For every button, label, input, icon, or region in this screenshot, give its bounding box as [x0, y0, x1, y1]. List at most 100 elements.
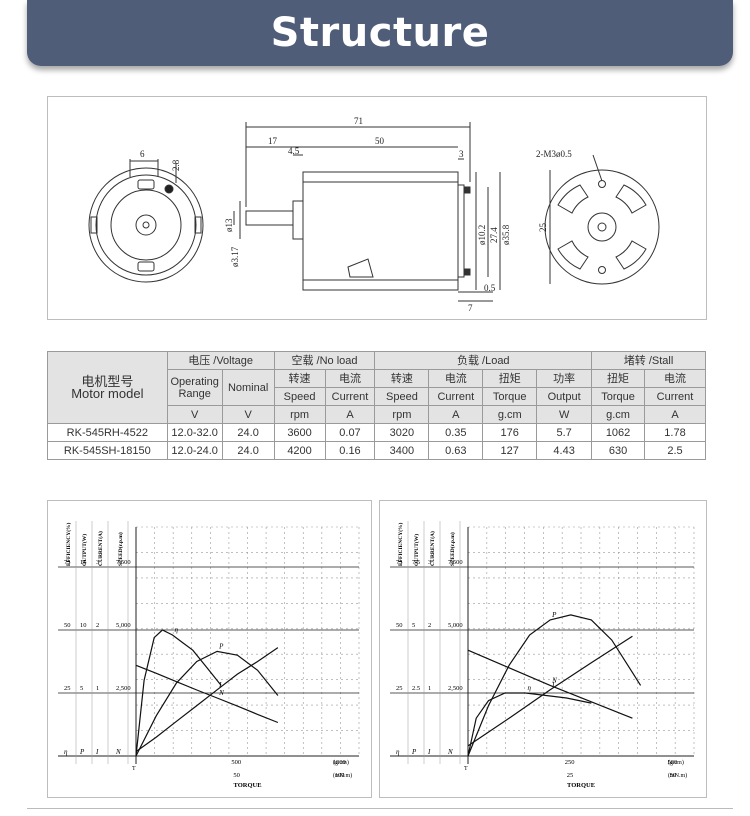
- dim-body: 50: [375, 136, 385, 146]
- curve-label: I: [551, 681, 555, 689]
- curve-speed: [467, 649, 633, 719]
- cell-nominal: 24.0: [221, 423, 275, 442]
- tick-current: 1: [96, 685, 99, 692]
- dim-d10: ø10.2: [477, 225, 487, 245]
- x-tick-gcm: 500: [231, 759, 241, 766]
- axis-title-output: OUTPUT(W): [81, 534, 88, 566]
- unit-gcm: (g.cm): [333, 759, 349, 766]
- tick-efficiency: 25: [396, 685, 403, 692]
- x-tick-mnm: 25: [567, 772, 574, 779]
- stall-torque-cn: 扭矩: [591, 369, 646, 388]
- tick-output: 15: [80, 559, 87, 566]
- cell-load-current: 0.63: [428, 441, 484, 460]
- noload-current-en: Current: [324, 387, 376, 406]
- performance-chart-1: EFFICIENCY(%)OUTPUT(W)CURRENT(A)SPEED(r.…: [58, 521, 360, 789]
- tick-efficiency: 75: [396, 559, 403, 566]
- curve-efficiency: [135, 629, 222, 757]
- bottom-divider: [27, 808, 733, 809]
- rear-view: [544, 154, 660, 285]
- cell-load-speed: 3020: [374, 423, 430, 442]
- torque-label: TORQUE: [234, 782, 262, 789]
- cell-load-speed: 3400: [374, 441, 430, 460]
- dim-rear-25: 25: [538, 223, 548, 233]
- cell-load-output: 5.7: [536, 423, 593, 442]
- legend-symbol: I: [95, 748, 99, 756]
- title-banner: Structure: [27, 0, 733, 66]
- tick-speed: 7,500: [448, 559, 463, 566]
- tick-current: 3: [428, 559, 431, 566]
- legend-symbol: N: [447, 748, 453, 756]
- unit-a-stall: A: [644, 405, 706, 424]
- unit-rpm-load: rpm: [374, 405, 430, 424]
- cell-noload-speed: 4200: [273, 441, 326, 460]
- load-speed-en: Speed: [374, 387, 430, 406]
- dim-d35: ø35.8: [501, 224, 511, 245]
- unit-mnm: (mN.m): [333, 772, 352, 779]
- unit-gcm-stall: g.cm: [591, 405, 646, 424]
- unit-v-nominal: V: [221, 405, 275, 424]
- tick-speed: 2,500: [116, 685, 131, 692]
- tick-speed: 7,500: [116, 559, 131, 566]
- axis-title-current: CURRENT(A): [429, 531, 436, 566]
- curve-output: [135, 650, 279, 757]
- axis-title-speed: SPEED(r.p.m): [117, 532, 124, 566]
- cell-stall-current: 2.5: [644, 441, 706, 460]
- x-tick-mnm: 50: [669, 772, 676, 779]
- dim-boss: 4.5: [288, 146, 300, 156]
- page-title: Structure: [270, 10, 490, 56]
- tick-output: 10: [80, 622, 87, 629]
- legend-symbol: I: [427, 748, 431, 756]
- dim-front-2-8: 2.8: [171, 159, 181, 171]
- model-header-en: Motor model: [71, 385, 144, 401]
- curve-label: I: [218, 681, 222, 689]
- unit-w-load: W: [536, 405, 593, 424]
- cell-range: 12.0-32.0: [166, 423, 223, 442]
- axis-title-speed: SPEED(r.p.m): [449, 532, 456, 566]
- axis-title-current: CURRENT(A): [97, 531, 104, 566]
- curve-efficiency: [467, 692, 592, 757]
- unit-rpm-noload: rpm: [273, 405, 326, 424]
- load-power-cn: 功率: [536, 369, 593, 388]
- tick-efficiency: 50: [64, 622, 71, 629]
- tick-current: 2: [428, 622, 431, 629]
- load-current-en: Current: [428, 387, 484, 406]
- spec-table: 电机型号 Motor model 电压 /Voltage 空载 /No load…: [47, 351, 706, 460]
- nominal-header: Nominal: [221, 369, 275, 406]
- noload-speed-cn: 转速: [273, 369, 326, 388]
- chart-panel-1: EFFICIENCY(%)OUTPUT(W)CURRENT(A)SPEED(r.…: [47, 500, 372, 798]
- load-group: 负载 /Load: [374, 351, 593, 370]
- cell-load-output: 4.43: [536, 441, 593, 460]
- curve-speed: [135, 664, 279, 724]
- model-header: 电机型号 Motor model: [47, 351, 168, 424]
- cell-range: 12.0-24.0: [166, 441, 223, 460]
- load-torque-en: Torque: [482, 387, 538, 406]
- dim-shaft-dia: ø3.17: [230, 246, 240, 267]
- noload-current-cn: 电流: [324, 369, 376, 388]
- stall-current-en: Current: [644, 387, 706, 406]
- curve-label: η: [528, 684, 532, 692]
- load-output-en: Output: [536, 387, 593, 406]
- curve-label: η: [174, 626, 178, 634]
- axis-title-efficiency: EFFICIENCY(%): [397, 522, 404, 566]
- tick-current: 2: [96, 622, 99, 629]
- dim-terminal: 3: [459, 149, 464, 159]
- curve-label: N: [218, 689, 224, 697]
- stall-current-cn: 电流: [644, 369, 706, 388]
- op-range-header: Operating Range: [166, 369, 223, 406]
- tick-output: 7.5: [412, 559, 420, 566]
- tick-speed: 5,000: [116, 622, 131, 629]
- legend-symbol: N: [115, 748, 121, 756]
- tick-speed: 2,500: [448, 685, 463, 692]
- dim-rear-holes: 2-M3ø0.5: [536, 149, 572, 159]
- dim-front-6: 6: [140, 149, 145, 159]
- cell-model: RK-545SH-18150: [47, 441, 168, 460]
- load-torque-cn: 扭矩: [482, 369, 538, 388]
- legend-symbol: P: [411, 748, 417, 756]
- x-tick-mnm: 50: [233, 772, 240, 779]
- legend-symbol: η: [64, 748, 68, 756]
- tick-current: 3: [96, 559, 99, 566]
- x-tick-mnm: 100: [335, 772, 345, 779]
- stall-torque-en: Torque: [591, 387, 646, 406]
- motor-drawing: 6 2.8 71 50 17 4.5 3 ø3.17 ø13 ø10.2 27.…: [88, 116, 660, 313]
- dim-d7: 7: [468, 303, 473, 313]
